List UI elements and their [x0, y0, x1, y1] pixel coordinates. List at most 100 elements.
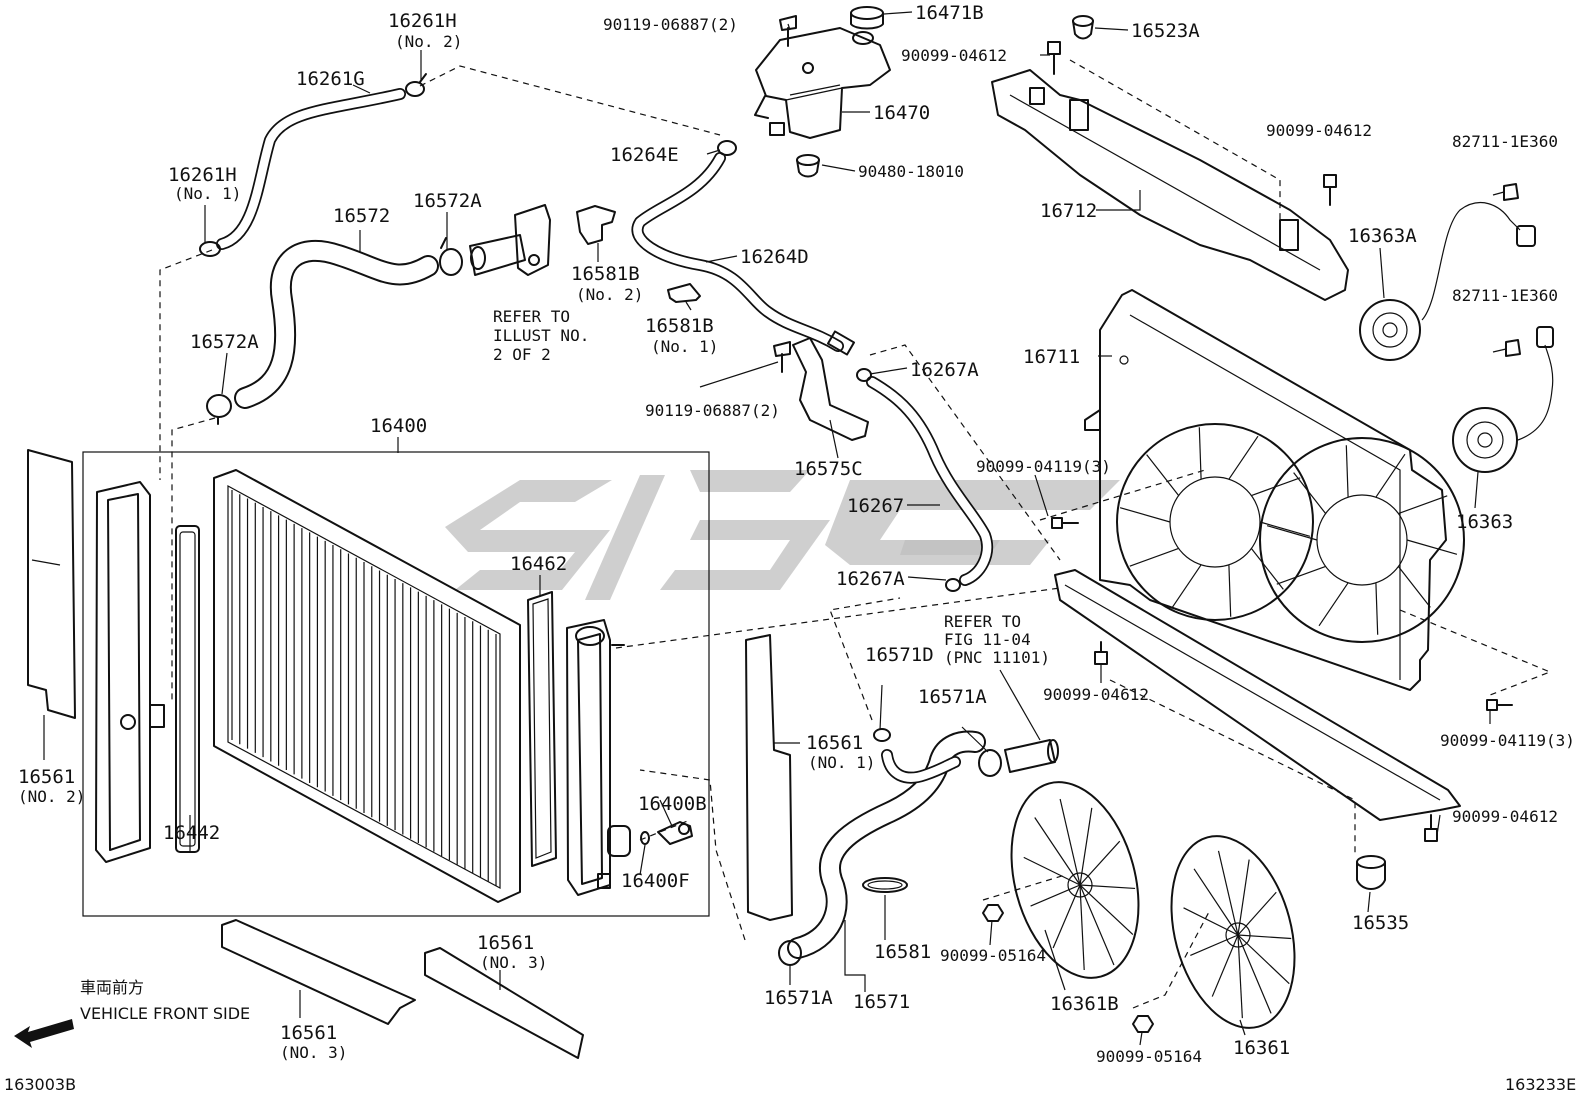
- shroud-spoke: [1375, 453, 1406, 498]
- label-16264E: 16264E: [610, 144, 679, 166]
- label-16535: 16535: [1352, 912, 1409, 934]
- label-16442: 16442: [163, 822, 220, 844]
- bolt-90119-top: [779, 15, 797, 47]
- label-90099-04119-top: 90099-04119(3): [976, 457, 1111, 476]
- fan-blade: [1079, 884, 1136, 890]
- label-16571A-bot: 16571A: [764, 987, 833, 1009]
- bolt-90099-04119-a: [1051, 517, 1079, 529]
- fan-blade: [1211, 934, 1239, 997]
- shroud-spoke: [1259, 521, 1311, 537]
- water-outlet: [469, 204, 551, 276]
- label-16400F: 16400F: [621, 870, 690, 892]
- label-16400B: 16400B: [638, 793, 707, 815]
- fan-16361B-blades: [1023, 798, 1136, 971]
- fan-shroud-spokes: [1119, 427, 1458, 635]
- gasket-16442-inner: [179, 531, 196, 847]
- hose-16571-branch: [881, 749, 961, 784]
- shroud-spoke: [1228, 564, 1232, 617]
- grommet-16535: [1356, 855, 1386, 890]
- label-16581B-no2: 16581B: [571, 263, 640, 285]
- fan-blade: [1237, 891, 1277, 936]
- fan-blade: [1193, 868, 1239, 936]
- fan-blade: [1237, 934, 1272, 1014]
- gasket-16462-inner: [532, 598, 552, 859]
- hose-16264D: [631, 152, 844, 352]
- shroud-spoke: [1251, 477, 1301, 497]
- shroud-spoke: [1198, 427, 1202, 480]
- bracket-16581B-no1: [667, 283, 701, 303]
- label-16561-no1-sub: (NO. 1): [808, 753, 875, 772]
- support-16712: [991, 69, 1349, 301]
- label-16572: 16572: [333, 205, 390, 227]
- seal-16561-no3-left: [221, 919, 416, 1025]
- label-16261H-no1-sub: (No. 1): [174, 184, 241, 203]
- shroud-spoke: [1375, 582, 1379, 635]
- label-refer-fig-2: FIG 11-04: [944, 630, 1031, 649]
- radiator-left-tank: [95, 481, 165, 863]
- label-front-jp: 車両前方: [80, 978, 144, 997]
- hose-16571: [787, 730, 986, 959]
- bolt-90099-04612-b: [1323, 174, 1337, 206]
- fan-blade: [1079, 840, 1121, 886]
- label-90099-05164-b: 90099-05164: [1096, 1047, 1202, 1066]
- label-16361: 16361: [1233, 1037, 1290, 1059]
- clamp-16571D: [873, 728, 891, 742]
- label-16581: 16581: [874, 941, 931, 963]
- label-16561-no2-sub: (NO. 2): [18, 787, 85, 806]
- clamp-16261H-no2: [405, 73, 427, 97]
- label-16581B-no1: 16581B: [645, 315, 714, 337]
- label-90119-mid: 90119-06887(2): [645, 401, 780, 420]
- bolt-90099-04612-d: [1424, 814, 1438, 842]
- label-16361B: 16361B: [1050, 993, 1119, 1015]
- gasket-16442: [175, 525, 200, 853]
- label-90099-04612-a: 90099-04612: [901, 46, 1007, 65]
- label-16471B: 16471B: [915, 2, 984, 24]
- grommet-90480: [796, 154, 820, 178]
- shroud-spoke: [1406, 539, 1458, 555]
- fan-blade: [1030, 884, 1081, 907]
- fan-blade: [1237, 934, 1243, 1019]
- o-ring-16400F: [640, 831, 650, 845]
- label-refer-illust-1: REFER TO: [493, 307, 570, 326]
- clamp-16581: [862, 877, 908, 893]
- label-refer-fig-1: REFER TO: [944, 612, 1021, 631]
- fan-blade: [1217, 850, 1239, 936]
- label-16470: 16470: [873, 102, 930, 124]
- label-16572A-left: 16572A: [190, 331, 259, 353]
- fan-blade: [1079, 807, 1093, 886]
- clamp-16264E: [717, 140, 737, 156]
- label-ref-right: 163233E: [1505, 1075, 1576, 1094]
- radiator-core: [213, 469, 521, 903]
- clamp-16261H-no1: [199, 241, 221, 257]
- label-16363A: 16363A: [1348, 225, 1417, 247]
- fan-blade: [1059, 798, 1081, 886]
- seal-16561-no2-crease: [31, 559, 61, 566]
- seal-16561-no3-right: [424, 947, 584, 1059]
- shroud-spoke: [1171, 564, 1202, 609]
- label-16261H-no1: 16261H: [168, 164, 237, 186]
- bolt-90119-mid: [773, 341, 791, 373]
- seal-16561-no1: [745, 634, 793, 921]
- label-16571A-top: 16571A: [918, 686, 987, 708]
- fan-shroud-lower-rail: [1054, 569, 1461, 821]
- fan-blade: [1190, 934, 1239, 956]
- label-90099-04612-c: 90099-04612: [1043, 685, 1149, 704]
- bracket-16575C: [792, 337, 869, 441]
- nut-90099-05164-b: [1132, 1015, 1154, 1033]
- label-16523A: 16523A: [1131, 20, 1200, 42]
- label-16711: 16711: [1023, 346, 1080, 368]
- radiator-right-tank: [566, 619, 631, 896]
- drain-cock-16400B: [657, 821, 693, 845]
- label-16261G: 16261G: [296, 68, 365, 90]
- label-90099-05164-a: 90099-05164: [940, 946, 1046, 965]
- label-16561-no1: 16561: [806, 732, 863, 754]
- label-ref-left: 163003B: [4, 1075, 76, 1094]
- label-90480-18010: 90480-18010: [858, 162, 964, 181]
- clamp-16571A-upper: [978, 749, 1002, 777]
- fan-blade: [1034, 817, 1081, 886]
- label-16581B-no1-sub: (No. 1): [651, 337, 718, 356]
- connector-82711-top: [1503, 183, 1519, 201]
- fan-blade: [1023, 856, 1081, 886]
- bolt-90099-04612-a: [1047, 41, 1061, 75]
